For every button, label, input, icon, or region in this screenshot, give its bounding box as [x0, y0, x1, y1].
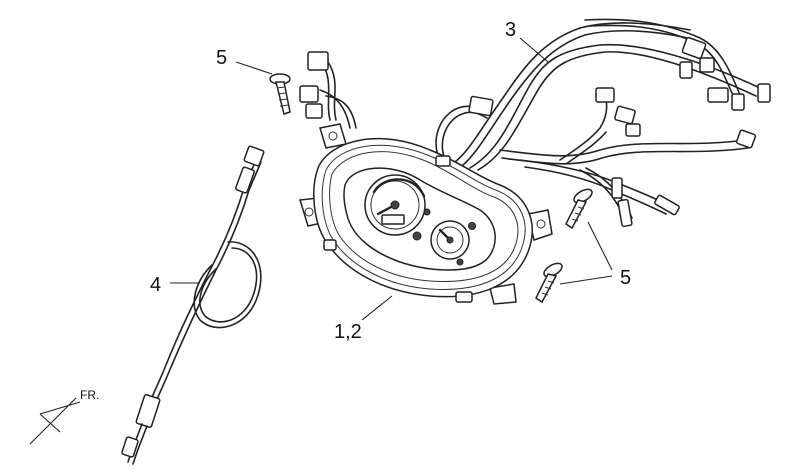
screw-right-lower — [535, 262, 563, 304]
speedometer-cable — [121, 145, 265, 465]
callout-1-2: 1,2 — [334, 321, 362, 343]
callout-5-right: 5 — [620, 267, 631, 289]
leader-3 — [519, 37, 549, 63]
leader-5-right-a — [587, 221, 613, 271]
callout-4: 4 — [150, 274, 161, 296]
front-direction-arrow-icon — [29, 397, 81, 445]
instrument-cluster — [299, 51, 553, 305]
leader-5-top — [235, 61, 273, 75]
harness-connectors — [468, 36, 771, 228]
leader-1-2 — [361, 295, 393, 321]
callout-5-top: 5 — [216, 47, 227, 69]
callout-3: 3 — [505, 19, 516, 41]
front-direction-label: FR. — [80, 388, 99, 402]
screw-top — [269, 73, 291, 115]
screw-right-upper — [565, 188, 593, 230]
leader-5-right-b — [559, 275, 613, 285]
